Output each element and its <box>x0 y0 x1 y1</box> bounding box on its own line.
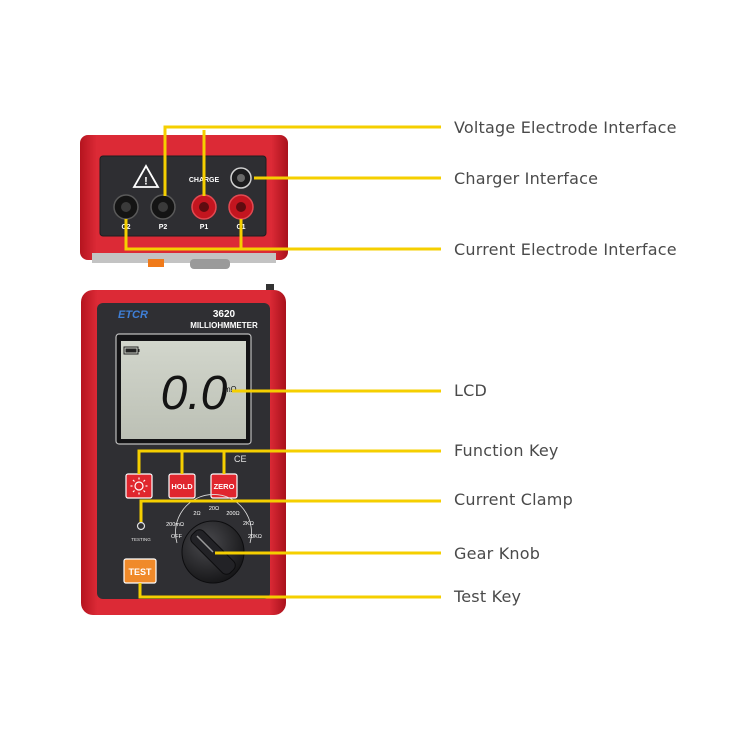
zero-key-label: ZERO <box>214 482 235 491</box>
battery-icon-tip <box>138 349 140 352</box>
leader-current-clamp <box>139 499 441 522</box>
backlight-icon <box>130 477 148 495</box>
terminal-plate <box>99 155 267 237</box>
model-number: 3620 <box>213 309 236 320</box>
callout-test-key: Test Key <box>454 587 522 606</box>
top-panel-base <box>92 253 276 263</box>
gear-knob[interactable] <box>181 520 245 584</box>
warning-icon <box>132 164 160 188</box>
lcd-screen <box>121 341 246 439</box>
dial-label-200: 200Ω <box>226 511 239 517</box>
light-key[interactable] <box>125 473 153 499</box>
device-top-connector <box>266 284 274 292</box>
test-key-label: TEST <box>128 567 152 577</box>
callout-gear-knob: Gear Knob <box>454 544 541 563</box>
terminal-c1[interactable] <box>228 194 254 220</box>
dial-label-20k: 20KΩ <box>248 534 262 540</box>
dial-label-off: OFF <box>171 534 183 540</box>
ce-mark: CE <box>234 454 247 464</box>
top-panel-latch <box>148 259 164 267</box>
lcd-reading: 0.0 <box>161 367 228 420</box>
dial-label-2k: 2KΩ <box>243 521 254 527</box>
terminal-p1[interactable] <box>191 194 217 220</box>
callout-function-key: Function Key <box>454 441 559 460</box>
brand-logo: ETCR <box>118 309 148 321</box>
leader-current-electrode <box>124 219 441 251</box>
top-panel-hinge <box>190 259 230 269</box>
charger-port-pin <box>237 174 245 182</box>
leader-function-key <box>137 449 441 474</box>
dial-scale-arc <box>175 494 252 544</box>
top-panel: ! CHARGE C2 P2 P1 C1 <box>80 135 288 269</box>
terminal-p2[interactable] <box>150 194 176 220</box>
lcd-unit: mΩ <box>224 385 237 394</box>
callout-voltage-electrode-interface: Voltage Electrode Interface <box>454 118 677 137</box>
dial-label-200m: 200mΩ <box>166 522 184 528</box>
terminal-c2[interactable] <box>113 194 139 220</box>
terminal-label-p2: P2 <box>159 224 168 231</box>
warning-icon-mark: ! <box>144 176 148 188</box>
hold-key[interactable]: HOLD <box>168 473 196 499</box>
dial-label-2: 2Ω <box>193 511 200 517</box>
testing-indicator <box>136 521 146 531</box>
testing-label: TESTING <box>131 537 151 542</box>
callout-current-electrode-interface: Current Electrode Interface <box>454 240 677 259</box>
battery-icon-fill <box>125 348 137 353</box>
callout-current-clamp: Current Clamp <box>454 490 573 509</box>
callout-charger-interface: Charger Interface <box>454 169 599 188</box>
dial-label-20: 20Ω <box>209 506 219 512</box>
leader-voltage <box>163 125 441 196</box>
terminal-label-p1: P1 <box>200 224 209 231</box>
hold-key-label: HOLD <box>171 482 193 491</box>
gear-knob-pointer <box>196 535 214 553</box>
leader-lines <box>124 125 441 599</box>
callout-lcd: LCD <box>454 381 488 400</box>
leader-test-key <box>138 583 441 599</box>
device-name: MILLIOHMMETER <box>190 321 258 330</box>
test-key[interactable]: TEST <box>123 558 157 584</box>
